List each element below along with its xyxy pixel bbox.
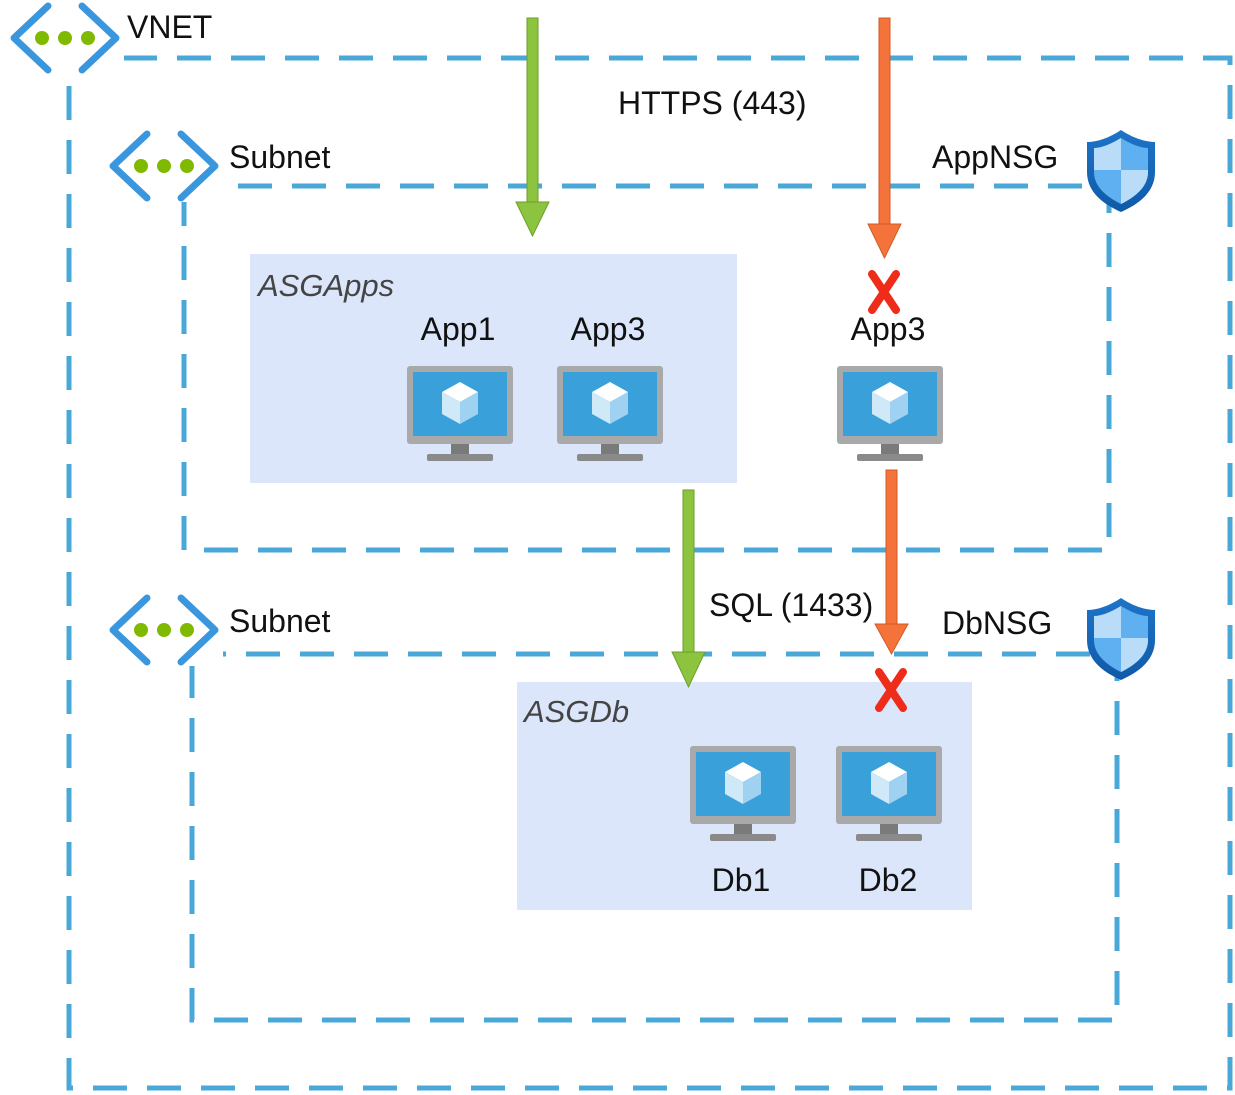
allowed-https-arrow [515, 17, 550, 238]
subnet-icon [105, 596, 223, 666]
vnet-icon [6, 4, 124, 74]
subnet-icon [105, 132, 223, 202]
vm-label-app3: App3 [571, 311, 646, 347]
vnet-label: VNET [127, 9, 212, 45]
shield-icon [1087, 130, 1155, 212]
nsg-label: DbNSG [942, 605, 1052, 641]
asg-db-label: ASGDb [522, 694, 629, 729]
app-subnet-boundary [181, 183, 1112, 553]
allowed-sql-arrow [671, 489, 706, 689]
subnet-label: Subnet [229, 139, 331, 175]
red-x-icon [872, 274, 896, 310]
https-flow-label: HTTPS (443) [618, 85, 806, 121]
vm-label-db2: Db2 [859, 862, 918, 898]
blocked-sql-arrow [874, 469, 909, 656]
shield-icon [1087, 598, 1155, 680]
sql-flow-label: SQL (1433) [709, 587, 873, 623]
blocked-https-arrow [867, 17, 902, 260]
vnet-boundary [66, 55, 1233, 1091]
vm-label-db1: Db1 [712, 862, 771, 898]
virtual-machine-icon [837, 366, 943, 461]
vm-label-app3-standalone: App3 [851, 311, 926, 347]
subnet-label: Subnet [229, 603, 331, 639]
nsg-label: AppNSG [932, 139, 1058, 175]
asg-apps-label: ASGApps [256, 268, 394, 303]
db-subnet-boundary [189, 651, 1120, 1023]
vm-label-app1: App1 [421, 311, 496, 347]
